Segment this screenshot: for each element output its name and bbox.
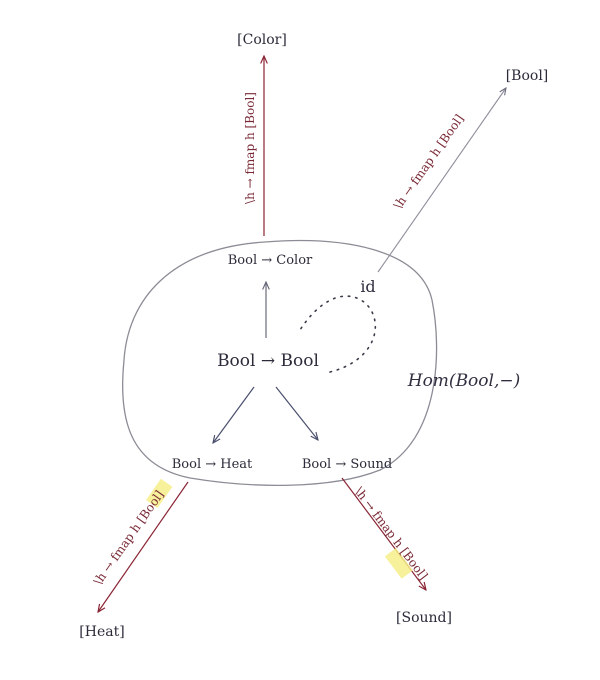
arrow-bool-to-sound xyxy=(275,386,318,440)
arrow-to-bool-list xyxy=(377,88,506,273)
arrow-to-sound-list xyxy=(341,477,426,590)
node-bool-to-sound: Bool → Sound xyxy=(302,457,392,472)
node-bool-to-heat: Bool → Heat xyxy=(172,457,253,472)
arrow-bool-to-heat xyxy=(213,386,255,443)
node-bool-to-bool: Bool → Bool xyxy=(217,351,319,371)
arrow-to-heat-list xyxy=(98,481,189,612)
edge-label-heat: \h → fmap h [Bool] xyxy=(91,488,167,588)
node-bool-to-color: Bool → Color xyxy=(228,253,313,268)
edge-label-sound: \h → fmap h [Bool] xyxy=(352,485,431,583)
id-label: id xyxy=(360,277,375,296)
highlight-heat-edge xyxy=(146,478,173,509)
node-heat-list: [Heat] xyxy=(79,624,124,640)
node-color-list: [Color] xyxy=(237,32,287,48)
highlight-sound-edge xyxy=(384,548,413,579)
id-loop-dotted xyxy=(299,295,377,373)
edge-label-color: \h → fmap h [Bool] xyxy=(243,92,257,204)
hom-category-outline xyxy=(121,239,438,486)
node-bool-list: [Bool] xyxy=(506,68,549,84)
node-sound-list: [Sound] xyxy=(396,610,452,626)
hom-functor-label: Hom(Bool,−) xyxy=(407,371,521,391)
